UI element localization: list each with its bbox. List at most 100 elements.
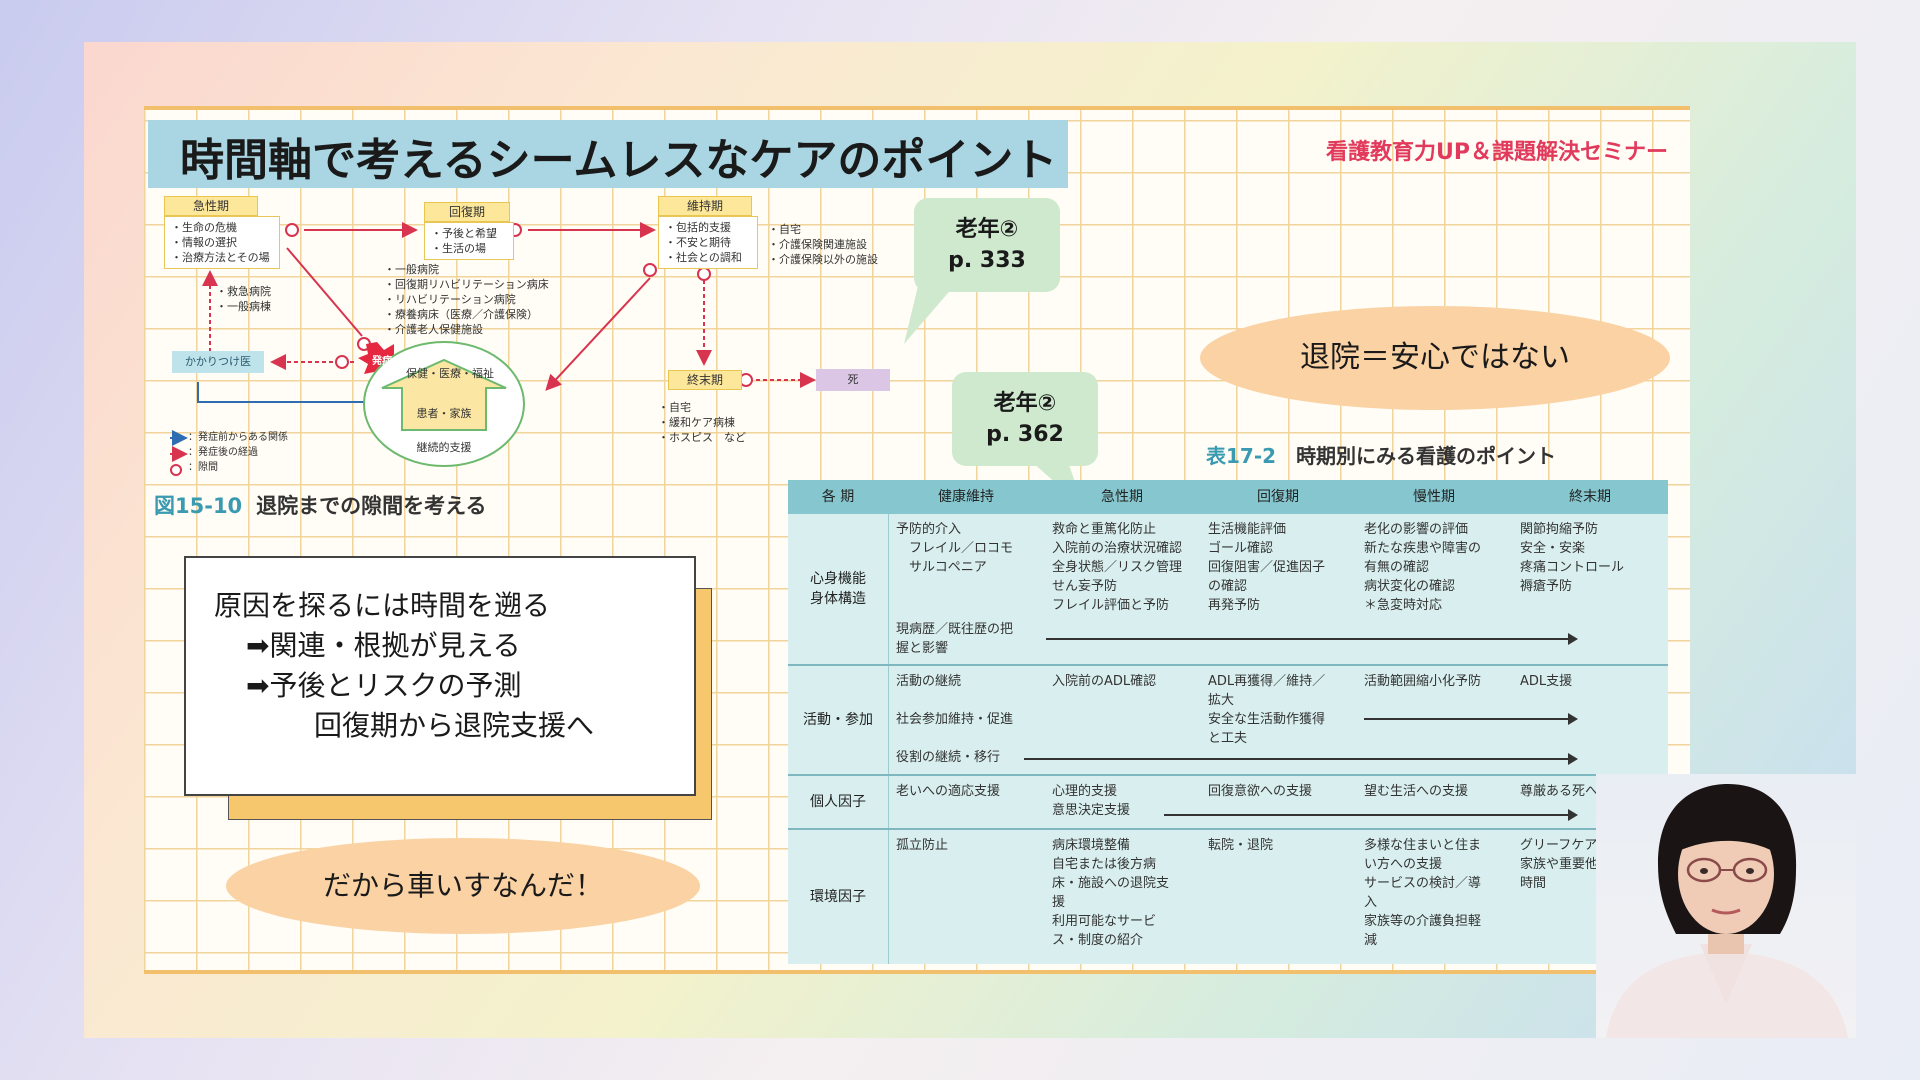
- cell-line: 有無の確認: [1364, 560, 1430, 575]
- slide-title: 時間軸で考えるシームレスなケアのポイント: [180, 135, 1058, 186]
- cell-line: 現病歴／既往歴の把: [896, 622, 1014, 637]
- figure-title: 退院までの隙間を考える: [256, 494, 487, 518]
- cell-line: 回復阻害／促進因子: [1208, 560, 1326, 575]
- cell-line: 活動範囲縮小化予防: [1364, 674, 1482, 689]
- circle-bottom-label: 継続的支援: [416, 441, 472, 454]
- row-head-personal: 個人因子: [788, 776, 888, 828]
- cell-line: ゴール確認: [1208, 541, 1274, 556]
- cell-line: 再発予防: [1208, 598, 1261, 613]
- table-header: 健康維持: [938, 489, 994, 505]
- maintenance-setting: ・介護保険関連施設: [768, 238, 867, 251]
- cell-line: 老化の影響の評価: [1364, 522, 1469, 537]
- table-cell: 転院・退院: [1208, 836, 1273, 855]
- cell-line: 転院・退院: [1208, 838, 1274, 853]
- terminal-item: ・自宅: [658, 401, 691, 414]
- phase-acute-label: 急性期: [164, 196, 258, 216]
- phase-recovery-label: 回復期: [424, 202, 510, 222]
- cell-line: 援: [1052, 895, 1066, 910]
- cell-line: ＊急変時対応: [1364, 598, 1443, 613]
- cell-line: フレイル／ロコモ: [896, 541, 1014, 556]
- row-head-activity: 活動・参加: [788, 666, 888, 774]
- cell-line: 入院前のADL確認: [1052, 674, 1157, 689]
- facility-item: ・一般病院: [384, 263, 439, 276]
- facility-item: ・介護老人保健施設: [384, 323, 483, 336]
- cell-line: 拡大: [1208, 693, 1235, 708]
- cell-line: 床・施設への退院支: [1052, 876, 1170, 891]
- cell-line: 握と影響: [896, 641, 949, 656]
- facility-list: ・一般病院 ・回復期リハビリテーション病床 ・リハビリテーション病院 ・療養病床…: [384, 262, 549, 337]
- acute-setting: ・救急病院: [216, 285, 271, 298]
- facility-item: ・リハビリテーション病院: [384, 293, 516, 306]
- reference-bubble-1: 老年② p. 333: [914, 198, 1060, 292]
- table-cell: 心理的支援 意思決定支援: [1052, 782, 1130, 820]
- cell-line: 役割の継続・移行: [896, 750, 1001, 765]
- circle-top-label: 保健・医療・福祉: [406, 367, 494, 380]
- cell-line: 家族等の介護負担軽: [1364, 914, 1482, 929]
- cell-line: ADL支援: [1520, 674, 1573, 689]
- table-header: 終末期: [1569, 489, 1611, 505]
- table-cell: ADL再獲得／維持／ 拡大 安全な生活動作獲得 と工夫: [1208, 672, 1325, 748]
- table-divider: [888, 514, 889, 964]
- row-divider: [788, 828, 1668, 830]
- diagram-legend: ：発症前からある関係 ：発症後の経過 ：隙間: [188, 430, 288, 475]
- cell-line: グリーフケア: [1520, 838, 1598, 853]
- recovery-item: ・生活の場: [431, 242, 486, 255]
- phase-maintenance-label: 維持期: [658, 196, 752, 216]
- cell-line: 安全な生活動作獲得: [1208, 712, 1326, 727]
- table-cell: 老化の影響の評価 新たな疾患や障害の 有無の確認 病状変化の確認 ＊急変時対応: [1364, 520, 1481, 615]
- row-head-environment: 環境因子: [788, 830, 888, 964]
- legend-item: ：隙間: [188, 462, 218, 473]
- maintenance-item: ・包括的支援: [665, 221, 731, 234]
- bubble2-line1: 老年②: [993, 391, 1057, 416]
- family-doctor-label: かかりつけ医: [172, 351, 264, 373]
- cell-line: 関節拘縮予防: [1520, 522, 1599, 537]
- table-number: 表17-2: [1206, 444, 1277, 468]
- table-cell: ADL支援: [1520, 672, 1572, 691]
- cell-line: 入院前の治療状況確認: [1052, 541, 1183, 556]
- cell-line: 意思決定支援: [1052, 803, 1131, 818]
- cell-line: と工夫: [1208, 731, 1248, 746]
- maintenance-item: ・不安と期待: [665, 236, 731, 249]
- cell-line: 減: [1364, 933, 1378, 948]
- cell-line: 老いへの適応支援: [896, 784, 1001, 799]
- cell-line: 回復意欲への支援: [1208, 784, 1313, 799]
- cell-line: ス・制度の紹介: [1052, 933, 1144, 948]
- table-cell: 関節拘縮予防 安全・安楽 疼痛コントロール 褥瘡予防: [1520, 520, 1624, 596]
- facility-item: ・療養病床（医療／介護保険）: [384, 308, 538, 321]
- table-header: 各 期: [821, 489, 855, 505]
- phase-acute-box: ・生命の危機 ・情報の選択 ・治療方法とその場: [164, 216, 280, 269]
- legend-item: ：発症後の経過: [188, 447, 258, 458]
- facility-item: ・回復期リハビリテーション病床: [384, 278, 549, 291]
- acute-settings: ・救急病院 ・一般病棟: [216, 284, 271, 314]
- phase-terminal-label: 終末期: [668, 370, 742, 390]
- cell-line: サルコペニア: [896, 560, 987, 575]
- textbox-line: 回復期から退院支援へ: [314, 709, 595, 742]
- acute-item: ・情報の選択: [171, 236, 237, 249]
- table-cell: 病床環境整備 自宅または後方病 床・施設への退院支 援 利用可能なサービ ス・制…: [1052, 836, 1169, 950]
- cell-line: 安全・安楽: [1520, 541, 1586, 556]
- reference-bubble-2: 老年② p. 362: [952, 372, 1098, 466]
- cell-line: 多様な住まいと住ま: [1364, 838, 1482, 853]
- table-cell: 望む生活への支援: [1364, 782, 1468, 801]
- cell-line: 疼痛コントロール: [1520, 560, 1625, 575]
- cell-line: 孤立防止: [896, 838, 949, 853]
- cell-line: ADL再獲得／維持／: [1208, 674, 1326, 689]
- presenter-figure: [1606, 784, 1848, 1038]
- cell-line: 全身状態／リスク管理: [1052, 560, 1183, 575]
- cell-line: 救命と重篤化防止: [1052, 522, 1157, 537]
- table-cell: 多様な住まいと住ま い方への支援 サービスの検討／導 入 家族等の介護負担軽 減: [1364, 836, 1481, 950]
- cell-line: 褥瘡予防: [1520, 579, 1573, 594]
- acute-item: ・治療方法とその場: [171, 251, 270, 264]
- maintenance-setting: ・自宅: [768, 223, 801, 236]
- maintenance-item: ・社会との調和: [665, 251, 742, 264]
- table-header: 急性期: [1101, 489, 1143, 505]
- phase-recovery-box: ・予後と希望 ・生活の場: [424, 222, 514, 260]
- continuity-arrow: [1364, 713, 1578, 725]
- bubble1-line2: p. 333: [948, 248, 1026, 273]
- table-header: 回復期: [1257, 489, 1299, 505]
- row-head-line: 身体構造: [810, 591, 866, 607]
- acute-setting: ・一般病棟: [216, 300, 271, 313]
- cell-line: 予防的介入: [896, 522, 962, 537]
- cell-line: 心理的支援: [1052, 784, 1118, 799]
